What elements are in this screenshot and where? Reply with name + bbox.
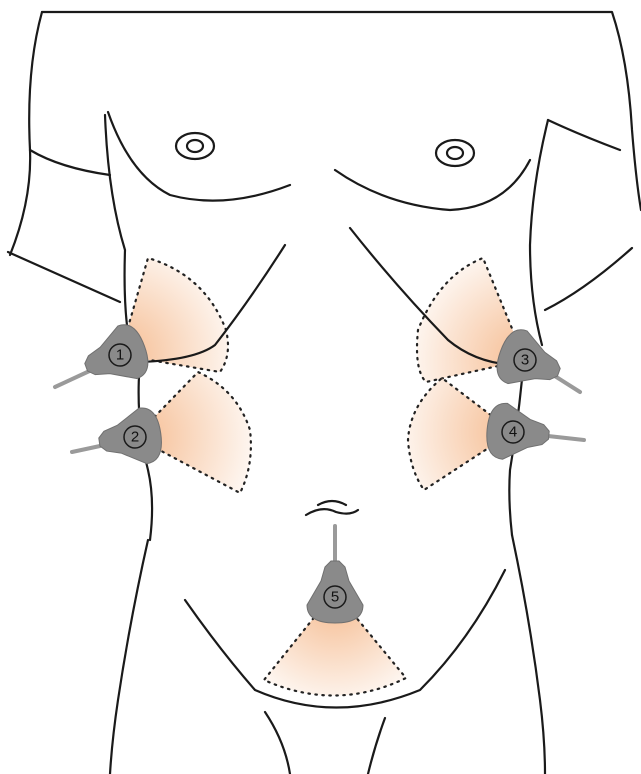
probe-label-5: 5 [331,589,339,606]
probe-cable-2 [72,446,100,452]
probe-5: 5 [307,526,363,623]
right-axilla-line [105,115,130,345]
right-breast-line [108,112,290,201]
neck-shoulder-outline [42,12,641,210]
left-shoulder-line [10,12,42,255]
left-thigh-line [368,718,385,774]
left-arm-outline [545,120,632,310]
navel [306,501,358,515]
probe-label-3: 3 [521,352,529,369]
ultrasound-probe-icon [485,402,552,463]
right-hip-line [110,540,148,774]
right-thigh-line [265,712,290,774]
probe-2: 2 [72,406,165,470]
right-arm-outline [8,150,120,302]
right-nipple [176,133,214,159]
left-axilla-line [530,120,548,345]
left-nipple [436,140,474,166]
probe-cable-4 [548,436,584,440]
probe-label-4: 4 [509,424,517,441]
scan-fields [120,258,525,696]
probe-4: 4 [485,402,584,463]
probe-label-2: 2 [131,429,139,446]
probe-label-1: 1 [116,347,124,364]
left-breast-line [335,160,530,210]
left-hip-line [512,535,545,774]
